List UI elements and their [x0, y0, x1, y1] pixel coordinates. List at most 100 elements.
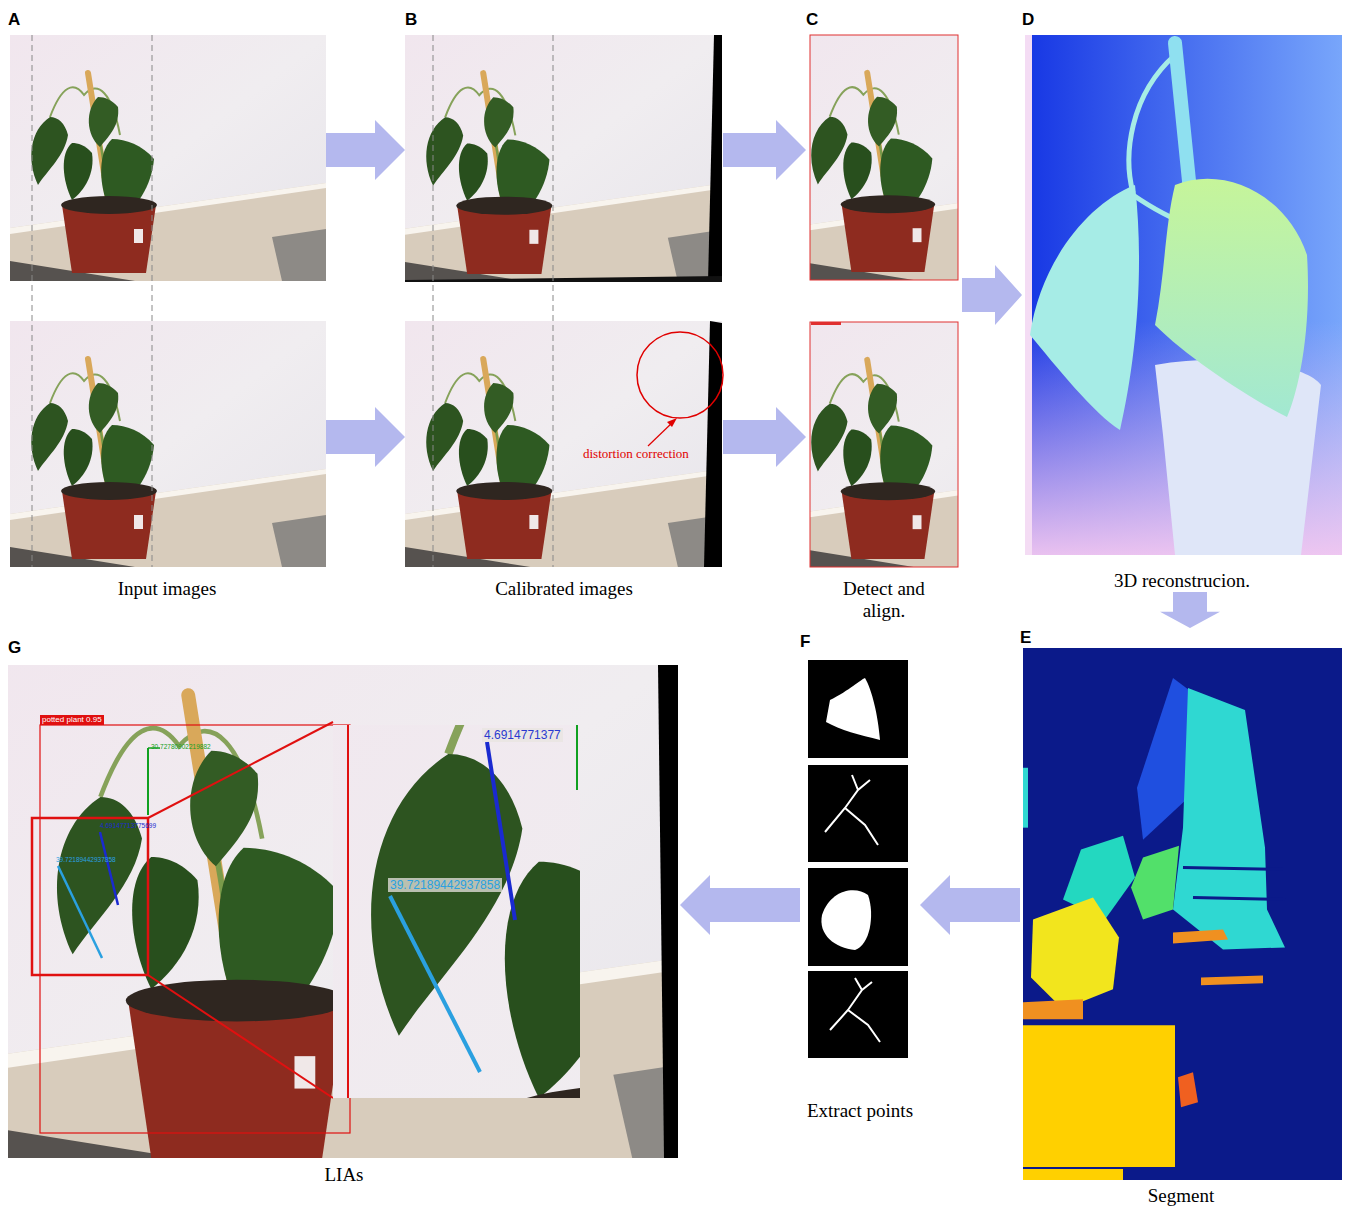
panel-letter: A	[8, 10, 20, 29]
rect-shape	[1025, 35, 1342, 555]
annotation-label: 4.6914771377	[482, 728, 563, 742]
path-shape	[825, 775, 878, 845]
panel-caption: Input images	[8, 578, 326, 600]
polygon-shape	[1173, 929, 1228, 943]
polygon-shape	[658, 665, 678, 1158]
polygon-shape	[1023, 768, 1028, 828]
line-shape	[487, 742, 515, 920]
path-shape	[1155, 179, 1308, 417]
flow-arrow	[1160, 592, 1220, 628]
line-shape	[152, 35, 153, 567]
flow-arrow	[723, 407, 806, 467]
annotation-label: 39.72189442937858	[388, 878, 502, 892]
annotation-label: 30.72780902219882	[151, 743, 211, 751]
rect-shape	[808, 765, 908, 862]
panel-caption: LIAs	[8, 1164, 680, 1186]
circle-shape	[637, 332, 723, 418]
annotation-label: 39.72189442937858	[56, 856, 116, 864]
flow-arrow	[326, 407, 405, 467]
rect-shape	[1025, 35, 1342, 555]
panel-letter: G	[8, 638, 21, 657]
path-shape	[1129, 55, 1175, 193]
annotation-label: distortion correction	[583, 446, 689, 462]
use-shape	[10, 35, 326, 281]
svg-shape	[1025, 35, 1342, 555]
figure-panel: F Extract points	[800, 632, 920, 1122]
panel-letter: B	[405, 10, 417, 29]
polygon-shape	[1023, 1169, 1123, 1180]
rect-shape	[810, 35, 958, 280]
svg-shape	[405, 35, 722, 282]
panel-caption: Extract points	[800, 1100, 920, 1122]
line-shape	[347, 725, 349, 1098]
svg-shape	[405, 321, 722, 567]
rect-shape	[811, 322, 841, 325]
rect-shape	[1025, 35, 1032, 555]
line-shape	[390, 896, 480, 1072]
figure-panel: D 3D reconstrucion.	[1022, 10, 1342, 592]
line-shape	[576, 725, 578, 790]
line-shape	[147, 748, 149, 815]
figure-panel: E Segment	[1020, 628, 1342, 1207]
path-shape	[830, 978, 880, 1042]
use-shape	[405, 321, 722, 567]
panel-letter: C	[806, 10, 818, 29]
polygon-shape	[1201, 975, 1263, 985]
panel-caption: Calibrated images	[405, 578, 723, 600]
polygon-shape	[1178, 1072, 1198, 1107]
line-shape	[32, 35, 33, 567]
path-shape	[826, 678, 880, 740]
panel-caption: Segment	[1020, 1185, 1342, 1207]
line-shape	[100, 832, 118, 905]
figure-panel: G LIAs	[8, 638, 680, 1186]
annotation-label: 4.69147713775699	[100, 822, 156, 830]
polygon-shape	[1173, 688, 1285, 950]
rect-shape	[1023, 648, 1342, 1180]
panel-letter: D	[1022, 10, 1034, 29]
use-shape	[284, 414, 1346, 1207]
line-shape	[1193, 898, 1285, 900]
figure-panel: C Detect and align.	[806, 10, 962, 622]
polygon-shape	[1031, 898, 1119, 1010]
panel-letter: E	[1020, 628, 1031, 647]
svg-shape	[1023, 648, 1342, 1180]
annotation-label: potted plant 0.95	[40, 715, 104, 725]
rect-shape	[32, 818, 148, 975]
flow-arrow	[326, 120, 405, 180]
line-shape	[58, 866, 102, 958]
panel-letter: F	[800, 632, 810, 651]
polygon-shape	[1023, 1025, 1175, 1167]
polygon-shape	[405, 276, 722, 282]
svg-shape	[10, 321, 326, 567]
rect-shape	[808, 660, 908, 758]
flow-arrow	[920, 875, 1020, 935]
line-shape	[433, 35, 434, 567]
rect-shape	[808, 868, 908, 966]
use-shape	[405, 35, 722, 282]
polygon-shape	[1023, 999, 1083, 1019]
line-shape	[553, 35, 554, 567]
svg-shape	[10, 35, 326, 281]
panel-caption: 3D reconstrucion.	[1022, 570, 1342, 592]
line-shape	[148, 975, 333, 1098]
flow-arrow	[723, 120, 806, 180]
flow-arrow	[962, 265, 1022, 325]
polygon-shape	[667, 418, 677, 427]
rect-shape	[808, 971, 908, 1058]
flow-arrow	[680, 875, 800, 935]
use-shape	[10, 321, 326, 567]
rect-shape	[40, 725, 350, 1133]
figure-panel: B Calibrated images	[405, 10, 723, 600]
panel-caption: Detect and align.	[806, 578, 962, 622]
polygon-shape	[1131, 846, 1179, 920]
figure-panel: A Input images	[8, 10, 326, 600]
path-shape	[821, 890, 871, 950]
rect-shape	[810, 322, 958, 567]
path-shape	[1030, 185, 1139, 430]
line-shape	[1183, 868, 1285, 870]
svg-shape	[284, 414, 1346, 1207]
polygon-shape	[708, 35, 722, 282]
